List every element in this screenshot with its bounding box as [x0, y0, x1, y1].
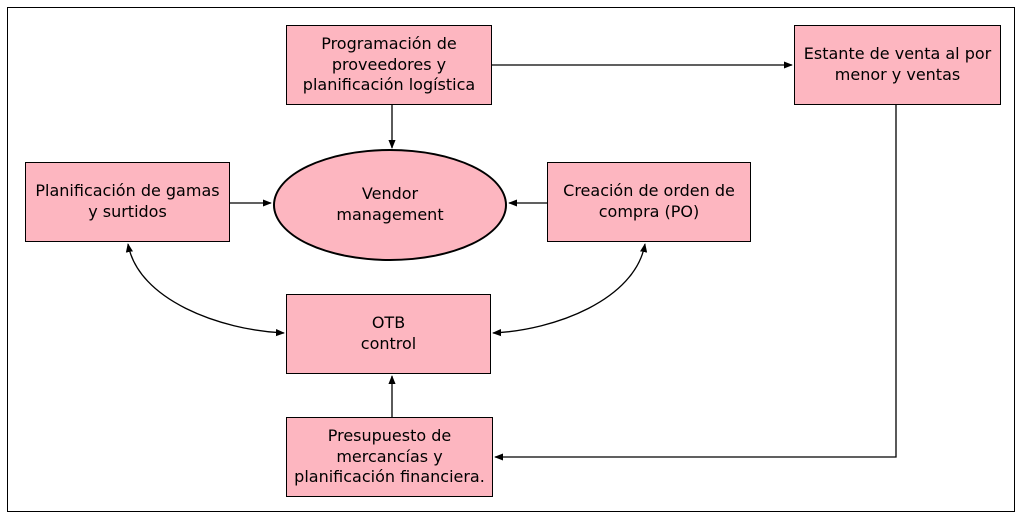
arrow-po-otb-bidirectional — [492, 243, 648, 337]
arrow-range-otb-bidirectional — [125, 243, 285, 337]
node-supplier-scheduling-label: Programación de proveedores y planificac… — [302, 33, 476, 95]
node-vendor-management-label: Vendor management — [336, 184, 444, 224]
node-retail-shelf-label: Estante de venta al por menor y ventas — [803, 44, 992, 84]
arrow-retail-to-budget — [494, 105, 897, 461]
node-purchase-order-label: Creación de orden de compra (PO) — [563, 181, 735, 221]
node-budget-label: Presupuesto de mercancías y planificació… — [294, 425, 485, 487]
node-vendor-management: Vendor management — [273, 149, 507, 261]
node-budget: Presupuesto de mercancías y planificació… — [286, 417, 493, 497]
node-retail-shelf: Estante de venta al por menor y ventas — [794, 25, 1001, 105]
node-range-planning: Planificación de gamas y surtidos — [25, 162, 230, 242]
node-supplier-scheduling: Programación de proveedores y planificac… — [286, 25, 492, 105]
node-purchase-order: Creación de orden de compra (PO) — [547, 162, 751, 242]
node-range-planning-label: Planificación de gamas y surtidos — [35, 181, 220, 221]
node-otb-control: OTB control — [286, 294, 491, 374]
node-otb-control-label: OTB control — [360, 313, 417, 353]
diagram-frame — [7, 7, 1015, 512]
